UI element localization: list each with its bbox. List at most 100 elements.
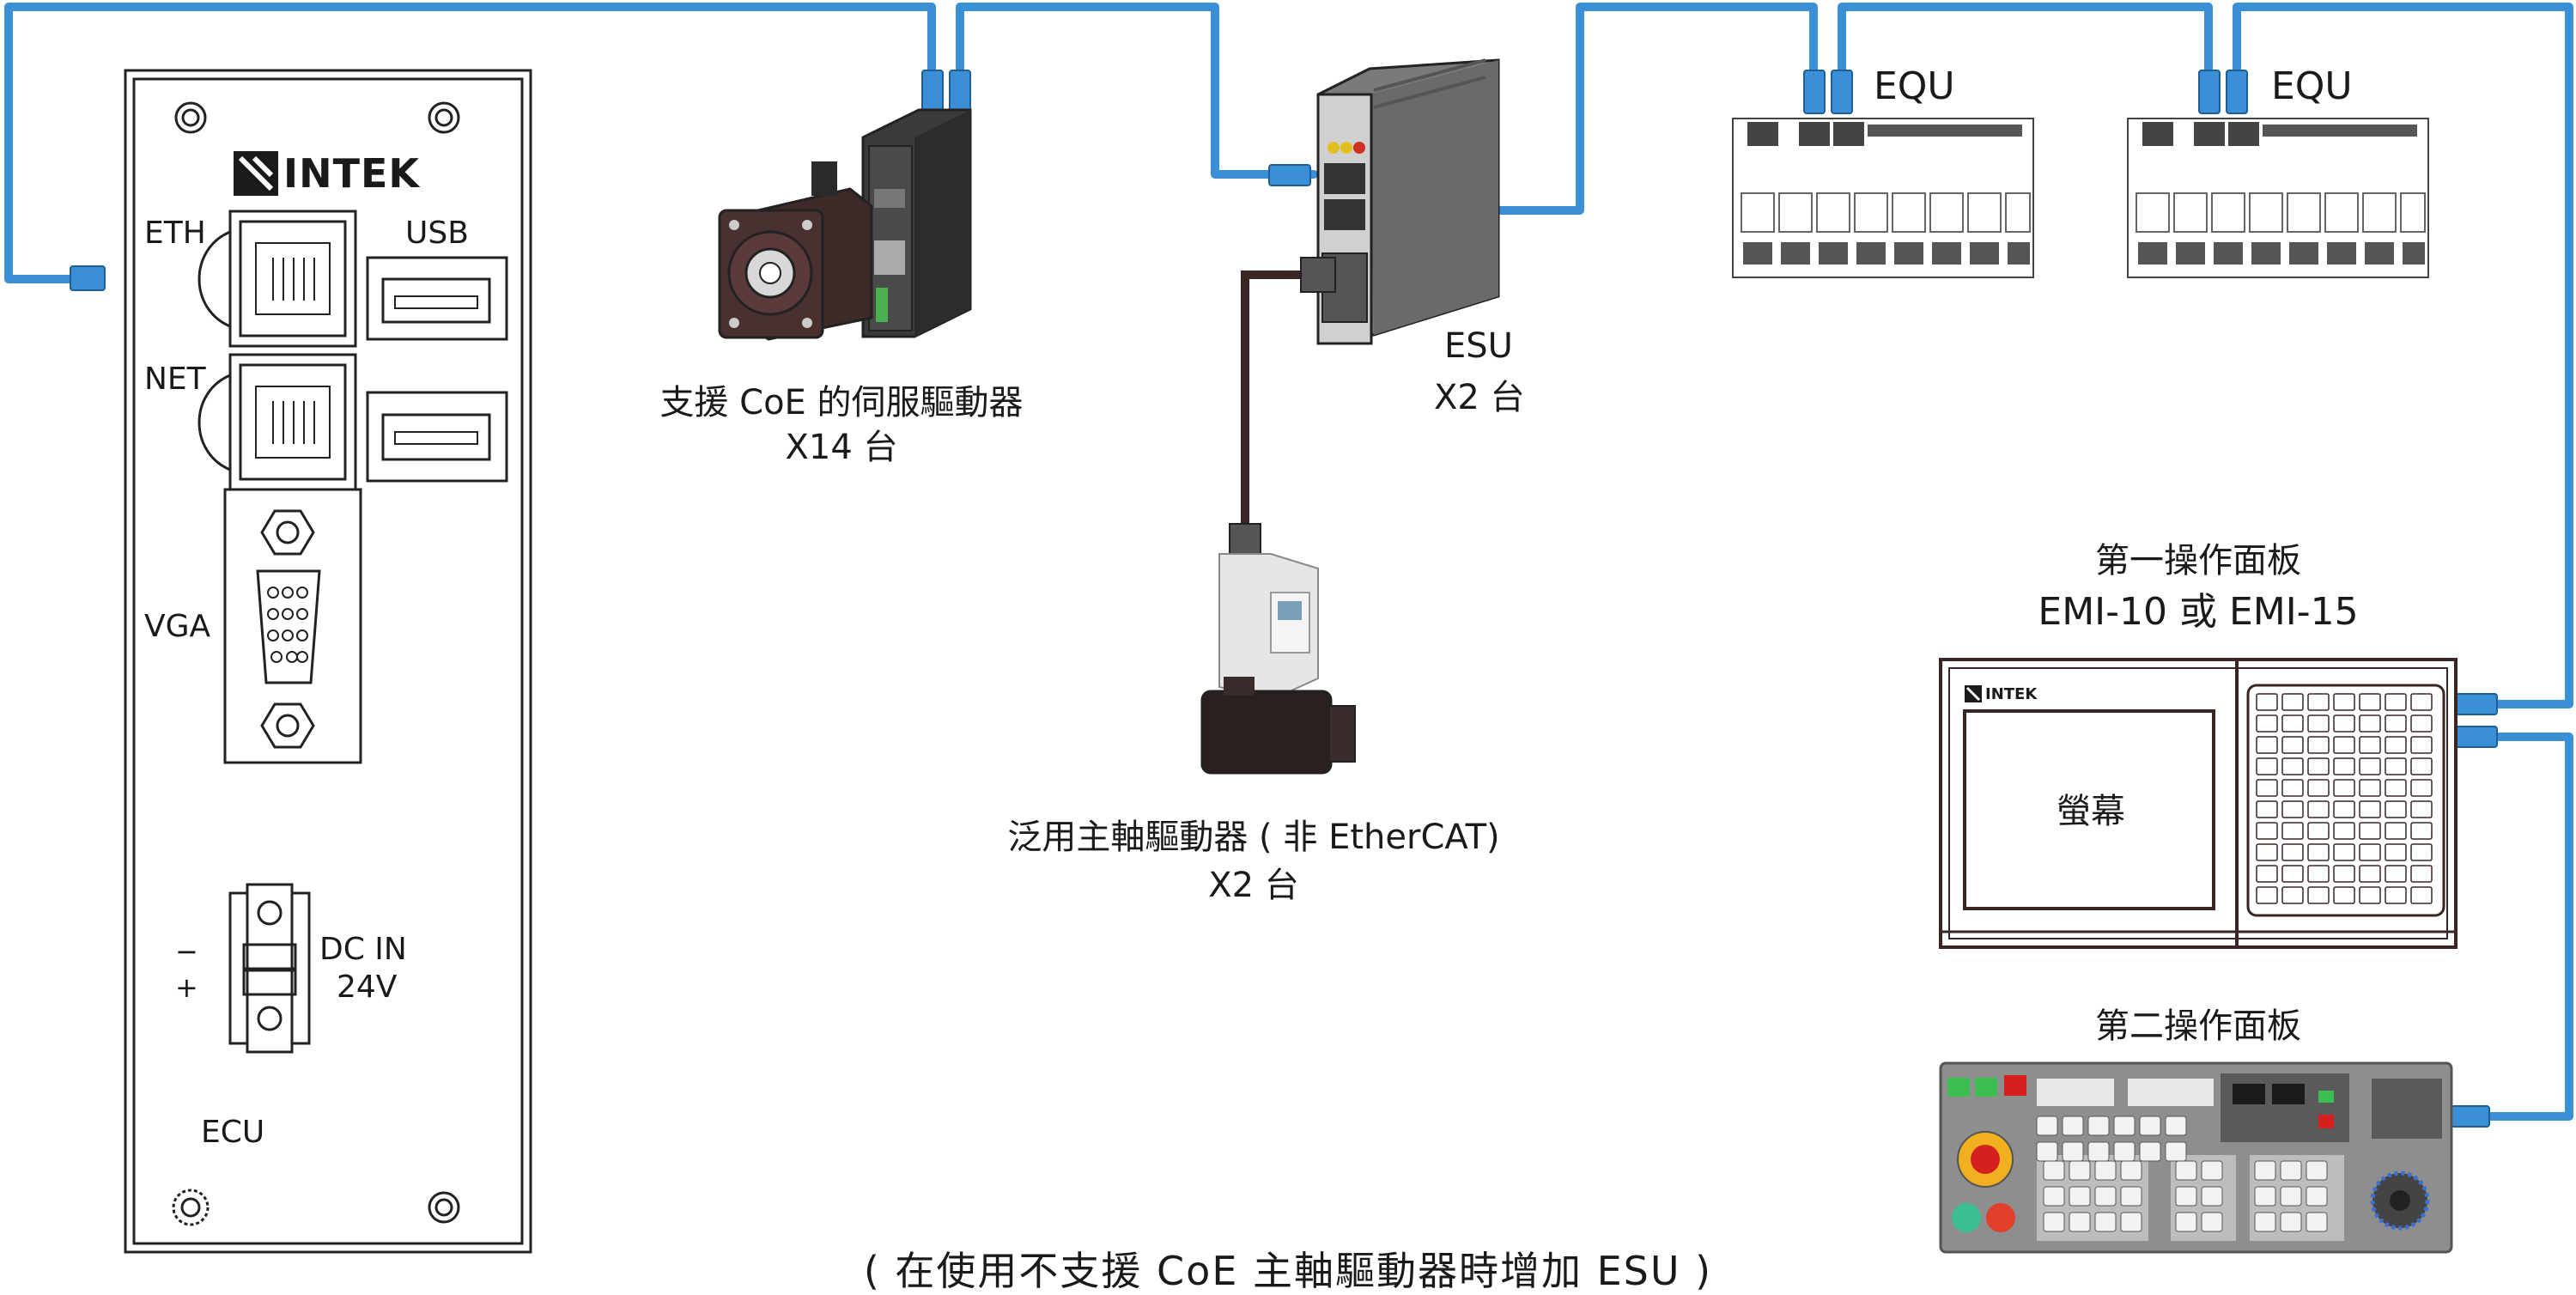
keypad-key <box>2307 822 2330 840</box>
keypad-key <box>2385 779 2407 797</box>
plug-db-spindle <box>1229 523 1261 559</box>
keypad-key <box>2281 714 2304 733</box>
panel2-button <box>2036 1116 2058 1136</box>
keypad-key <box>2333 865 2355 883</box>
panel2-button <box>2043 1186 2065 1207</box>
keypad-key <box>2256 822 2278 840</box>
equ-board-1 <box>1732 118 2034 278</box>
keypad-key <box>2281 886 2304 904</box>
keypad-key <box>2281 843 2304 861</box>
hex-nut-icon <box>260 702 315 749</box>
dc-minus-sign: − <box>175 935 198 968</box>
keypad-key <box>2307 714 2330 733</box>
panel2-keys <box>2036 1116 2328 1232</box>
panel2-button <box>2165 1116 2187 1136</box>
panel2-button <box>2113 1116 2136 1136</box>
keypad-key <box>2256 865 2278 883</box>
cable-panel1-to-panel2 <box>2460 733 2573 1121</box>
keypad-key <box>2307 779 2330 797</box>
panel2-title: 第二操作面板 <box>2095 1006 2301 1046</box>
keypad-key <box>2333 693 2355 711</box>
keypad-key <box>2410 843 2433 861</box>
keypad-key <box>2307 865 2330 883</box>
keypad-key <box>2359 865 2381 883</box>
servo-drive-icon <box>861 108 972 338</box>
plug-panel1-b <box>2455 726 2498 748</box>
servo-name: 支援 CoE 的伺服驅動器 <box>659 383 1024 423</box>
keypad-key <box>2281 779 2304 797</box>
keypad-key <box>2256 886 2278 904</box>
cable-ecu-to-servo <box>4 3 936 283</box>
intek-logo-icon <box>234 151 278 196</box>
panel2-button <box>2069 1212 2091 1232</box>
vga-connector <box>256 569 321 684</box>
ecu-unit <box>124 69 532 1254</box>
keypad-key <box>2256 693 2278 711</box>
keypad-key <box>2410 714 2433 733</box>
panel2-button <box>2036 1141 2058 1162</box>
keypad-key <box>2359 800 2381 818</box>
panel2-button <box>2139 1141 2161 1162</box>
ecu-label: ECU <box>201 1115 265 1150</box>
panel2-button <box>2175 1186 2197 1207</box>
panel1-screen-label: 螢幕 <box>2057 792 2125 831</box>
keypad-key <box>2333 822 2355 840</box>
plug-servo-a <box>921 70 944 112</box>
screw-icon <box>428 1191 460 1224</box>
dc-plus-sign: + <box>175 971 198 1004</box>
cable-equ2-to-panel1 <box>2233 3 2573 708</box>
panel1-title: 第一操作面板 <box>2095 541 2301 581</box>
keypad-key <box>2359 843 2381 861</box>
plug-panel2 <box>2451 1105 2490 1128</box>
plug-equ2-a <box>2198 70 2221 114</box>
spindle-name: 泛用主軸驅動器 ( 非 EtherCAT) <box>1007 818 1500 857</box>
keypad-key <box>2307 886 2330 904</box>
panel2-button <box>2306 1160 2328 1181</box>
panel2-button <box>2254 1186 2276 1207</box>
panel2-button <box>2165 1141 2187 1162</box>
panel2-button <box>2062 1141 2084 1162</box>
keypad-key <box>2307 736 2330 754</box>
keypad-key <box>2307 757 2330 775</box>
hex-nut-icon <box>260 509 315 556</box>
keypad-key <box>2333 736 2355 754</box>
panel2-button <box>2113 1141 2136 1162</box>
plug-db-esu <box>1300 257 1336 293</box>
plug-ecu-eth <box>70 265 106 291</box>
keypad-key <box>2359 714 2381 733</box>
equ-board-2 <box>2127 118 2429 278</box>
ecu-brand: INTEK <box>283 150 421 197</box>
panel2-button <box>2175 1212 2197 1232</box>
keypad-key <box>2359 736 2381 754</box>
keypad-key <box>2359 757 2381 775</box>
spindle-count: X2 台 <box>1208 866 1299 905</box>
panel2-button <box>2139 1116 2161 1136</box>
keypad-key <box>2410 757 2433 775</box>
cable-esu-to-equ1 <box>1361 3 1818 215</box>
vga-label: VGA <box>144 609 211 644</box>
esu-count: X2 台 <box>1434 378 1525 417</box>
panel2-button <box>2062 1116 2084 1136</box>
keypad-key <box>2410 693 2433 711</box>
usb-port-1 <box>366 256 508 341</box>
ecu-inner-frame <box>132 77 524 1245</box>
panel2-button <box>2254 1160 2276 1181</box>
panel2-button <box>2094 1186 2117 1207</box>
keypad-key <box>2410 886 2433 904</box>
panel2-button <box>2120 1186 2142 1207</box>
keypad-key <box>2281 693 2304 711</box>
keypad-key <box>2256 779 2278 797</box>
spindle-motor-icon <box>1200 677 1356 775</box>
equ-1-name: EQU <box>1874 64 1955 108</box>
panel2-button <box>2175 1160 2197 1181</box>
keypad-key <box>2359 693 2381 711</box>
esu-module-icon <box>1316 58 1500 345</box>
spindle-drive-icon <box>1218 553 1319 702</box>
voltage-label: 24V <box>337 970 398 1005</box>
keypad-key <box>2385 843 2407 861</box>
panel2-button <box>2201 1186 2223 1207</box>
keypad-key <box>2281 822 2304 840</box>
panel1-brand: INTEK <box>1985 685 2038 703</box>
keypad-key <box>2256 736 2278 754</box>
